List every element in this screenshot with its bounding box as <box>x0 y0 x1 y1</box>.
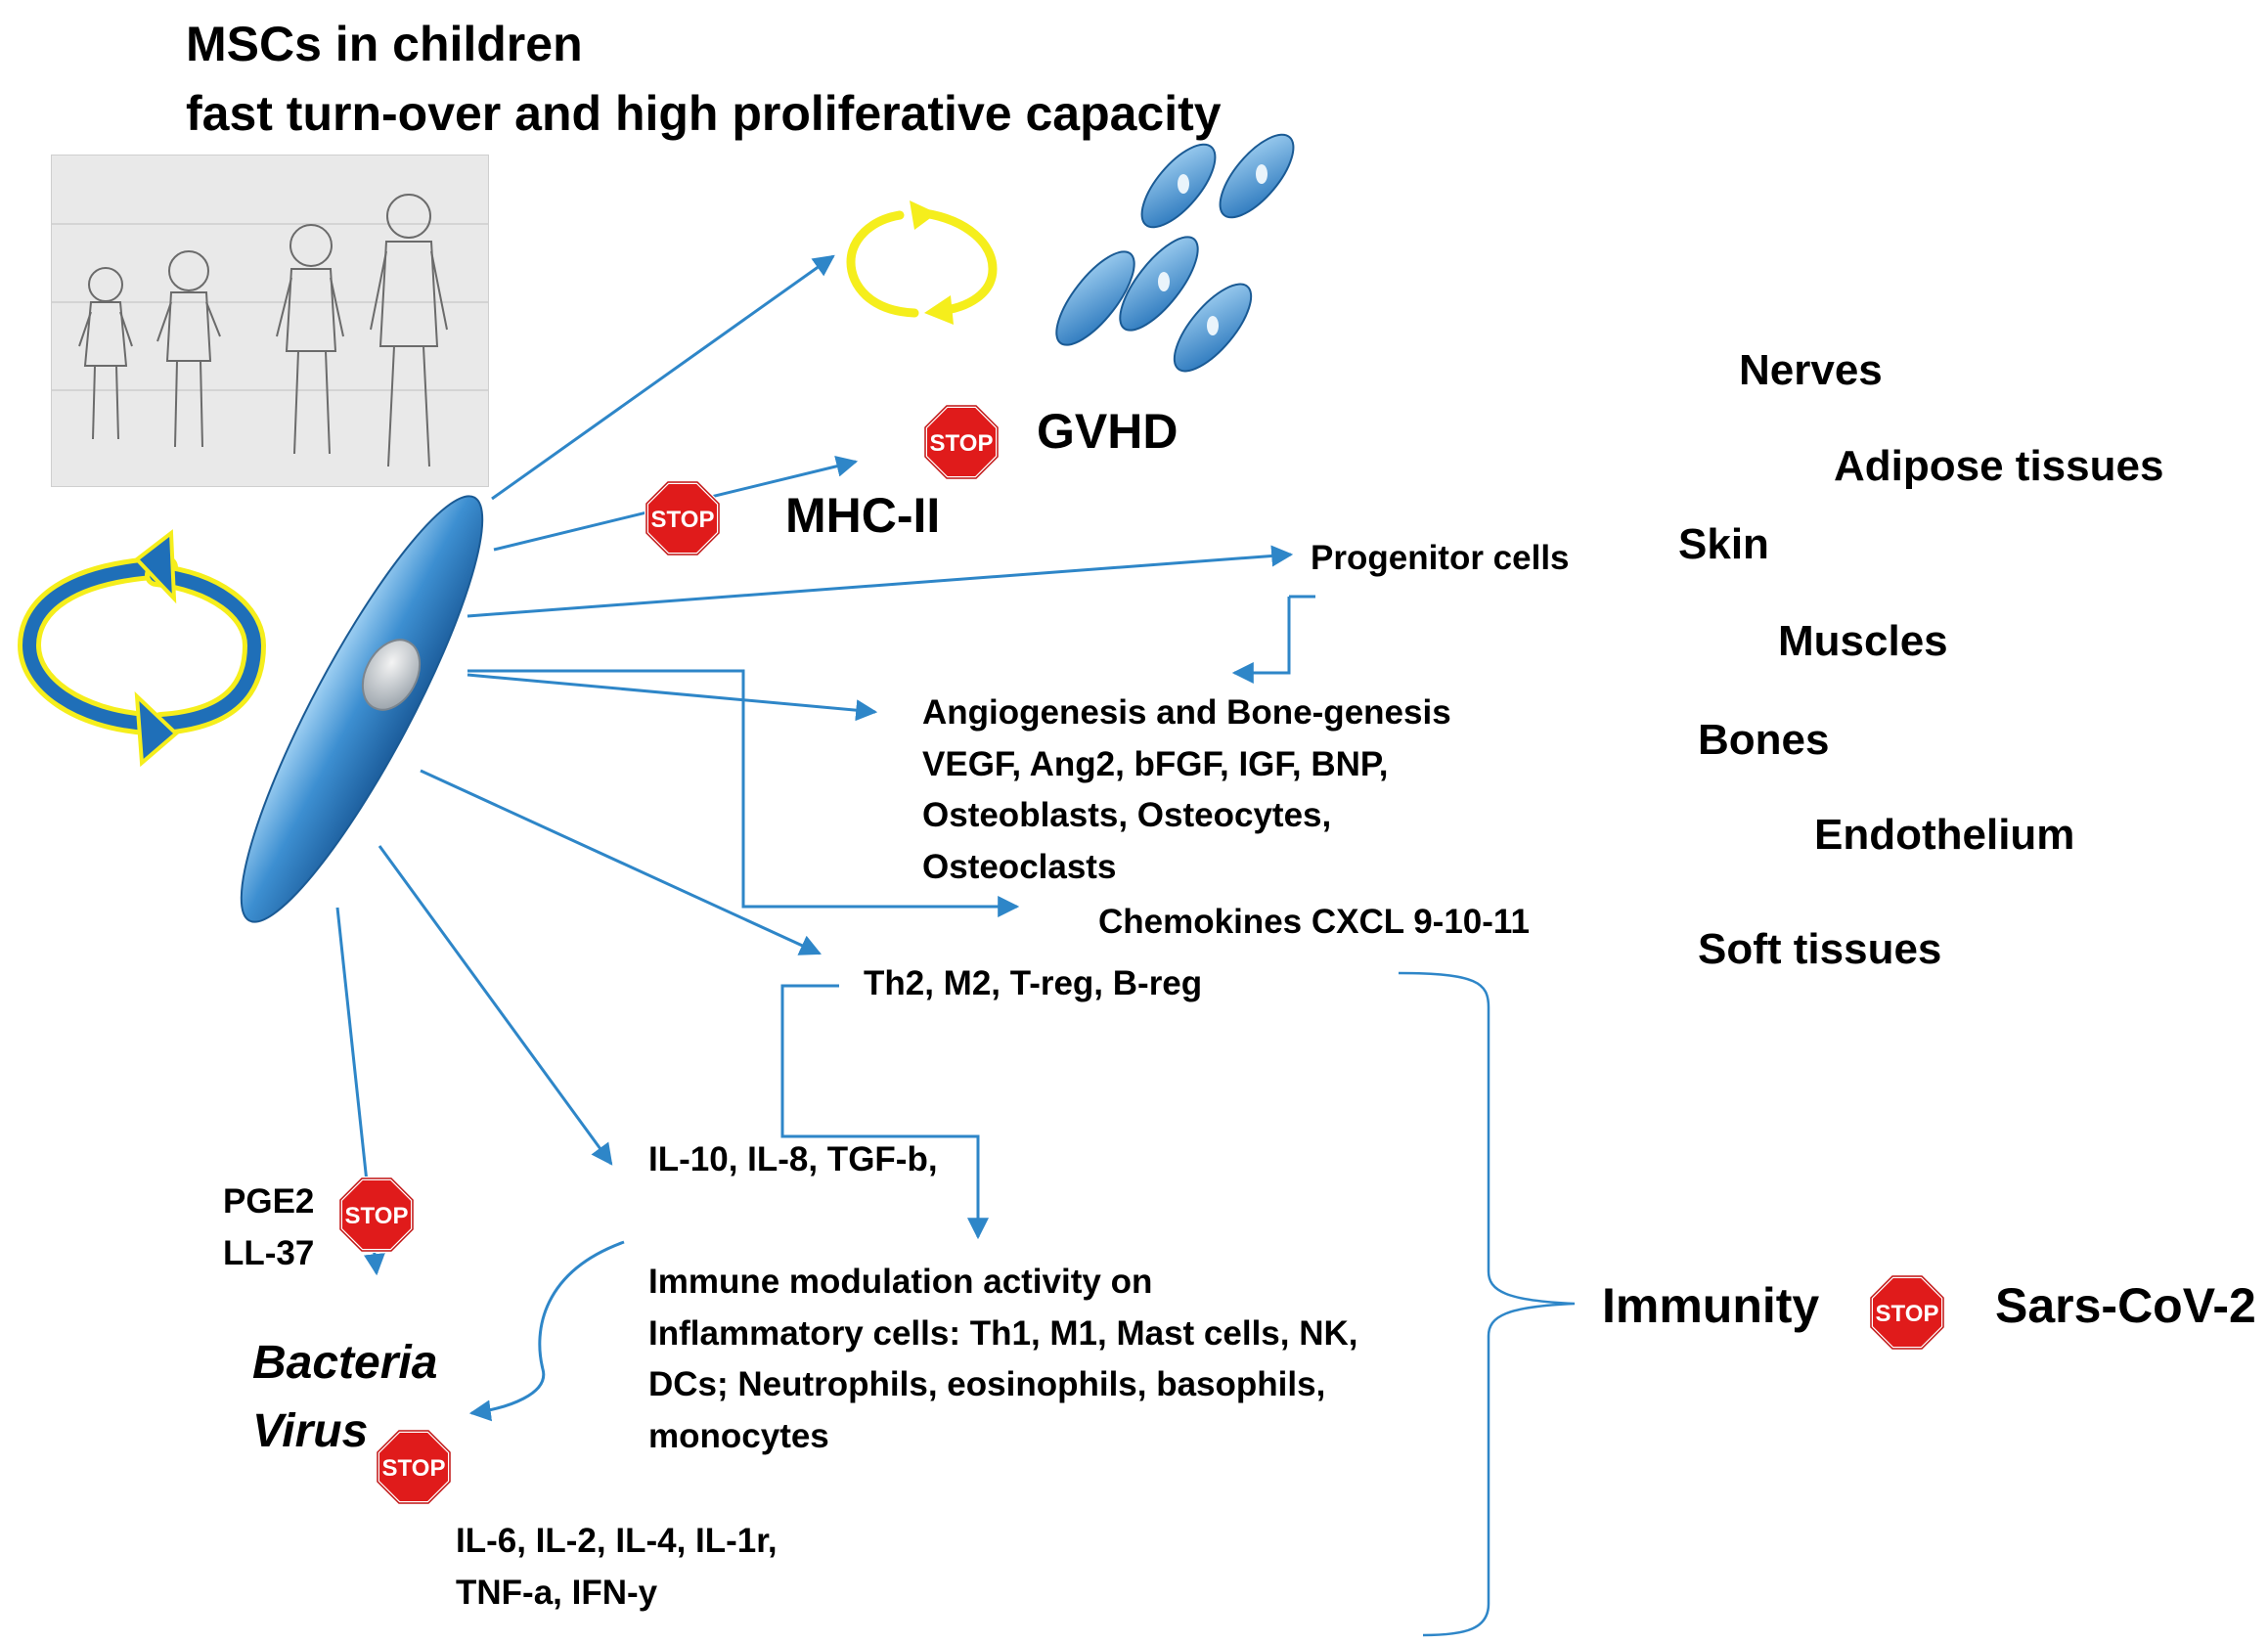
pge2-label: PGE2 LL-37 <box>223 1182 315 1272</box>
tissue-adipose: Adipose tissues <box>1834 442 2164 490</box>
tissue-nerves: Nerves <box>1739 346 1883 394</box>
cytokines-label: IL-6, IL-2, IL-4, IL-1r, TNF-a, IFN-y <box>456 1522 778 1612</box>
connector-arrows <box>335 254 1315 1422</box>
children-sketch-illustration <box>51 155 489 487</box>
chemokines-label: Chemokines CXCL 9-10-11 <box>1098 903 1530 941</box>
tissue-bones: Bones <box>1698 716 1830 764</box>
tissue-muscles: Muscles <box>1778 617 1948 665</box>
gvhd-label: GVHD <box>1037 404 1178 459</box>
proliferation-cycle-icon <box>846 200 998 325</box>
sars-cov-2-label: Sars-CoV-2 <box>1995 1278 2256 1333</box>
stop-sign-icon: STOP <box>338 1177 415 1253</box>
virus-label: Virus <box>252 1405 369 1457</box>
tissue-endothelium: Endothelium <box>1814 811 2075 859</box>
stop-sign-icon: STOP <box>1869 1274 1945 1351</box>
mhc-ii-label: MHC-II <box>785 488 941 543</box>
progenitor-cells-label: Progenitor cells <box>1311 539 1570 577</box>
svg-text:STOP: STOP <box>382 1455 446 1482</box>
tissue-soft: Soft tissues <box>1698 925 1942 973</box>
msc-cell <box>240 495 484 923</box>
title-line-1: MSCs in children <box>186 17 583 71</box>
bacteria-label: Bacteria <box>252 1337 438 1389</box>
tissue-skin: Skin <box>1678 520 1769 568</box>
stop-sign-icon: STOP <box>923 404 1000 480</box>
self-renewal-cycle-icon <box>17 529 267 768</box>
stem-cell-cluster <box>1055 133 1295 373</box>
th2-label: Th2, M2, T-reg, B-reg <box>864 964 1203 1002</box>
il10-label: IL-10, IL-8, TGF-b, <box>648 1140 938 1178</box>
svg-text:STOP: STOP <box>651 507 715 533</box>
immunity-brace <box>1398 971 1576 1637</box>
stop-sign-icon: STOP <box>376 1429 452 1505</box>
svg-text:STOP: STOP <box>930 430 994 457</box>
svg-text:STOP: STOP <box>345 1203 409 1229</box>
immunity-label: Immunity <box>1602 1278 1820 1333</box>
stop-sign-icon: STOP <box>645 480 721 556</box>
angiogenesis-label: Angiogenesis and Bone-genesis VEGF, Ang2… <box>922 693 1451 886</box>
title-line-2: fast turn-over and high proliferative ca… <box>186 86 1222 141</box>
svg-text:STOP: STOP <box>1876 1301 1939 1327</box>
immune-modulation-label: Immune modulation activity on Inflammato… <box>648 1263 1358 1455</box>
